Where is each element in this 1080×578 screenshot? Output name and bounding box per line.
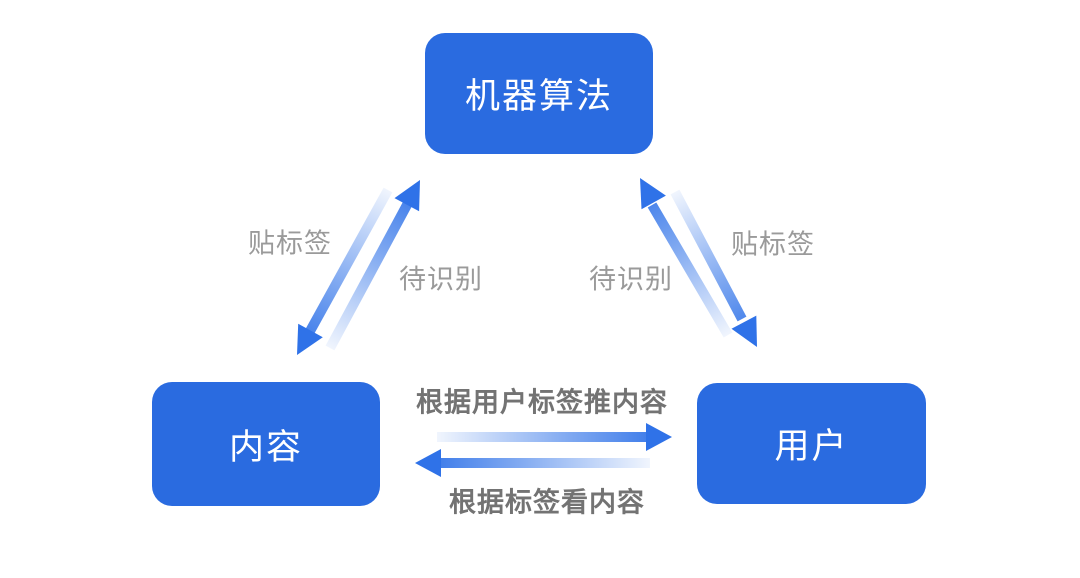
edge-label-push-content: 根据用户标签推内容 [416, 387, 668, 418]
arrow-user-to-algorithm [640, 178, 733, 338]
arrow-content-to-user [437, 423, 672, 451]
edge-label-tag-left: 贴标签 [248, 228, 332, 259]
edge-label-identify-right: 待识别 [589, 264, 673, 295]
edge-label-identify-left: 待识别 [399, 264, 483, 295]
node-machine-algorithm: 机器算法 [425, 33, 653, 154]
edge-label-tag-right: 贴标签 [731, 229, 815, 260]
node-content: 内容 [152, 382, 380, 506]
arrow-algorithm-to-user [670, 189, 757, 347]
arrow-user-to-content [415, 449, 650, 477]
arrow-content-to-algorithm [325, 180, 420, 351]
edge-label-view-content: 根据标签看内容 [449, 487, 645, 518]
node-user: 用户 [697, 383, 926, 504]
arrow-algorithm-to-content [297, 187, 393, 355]
